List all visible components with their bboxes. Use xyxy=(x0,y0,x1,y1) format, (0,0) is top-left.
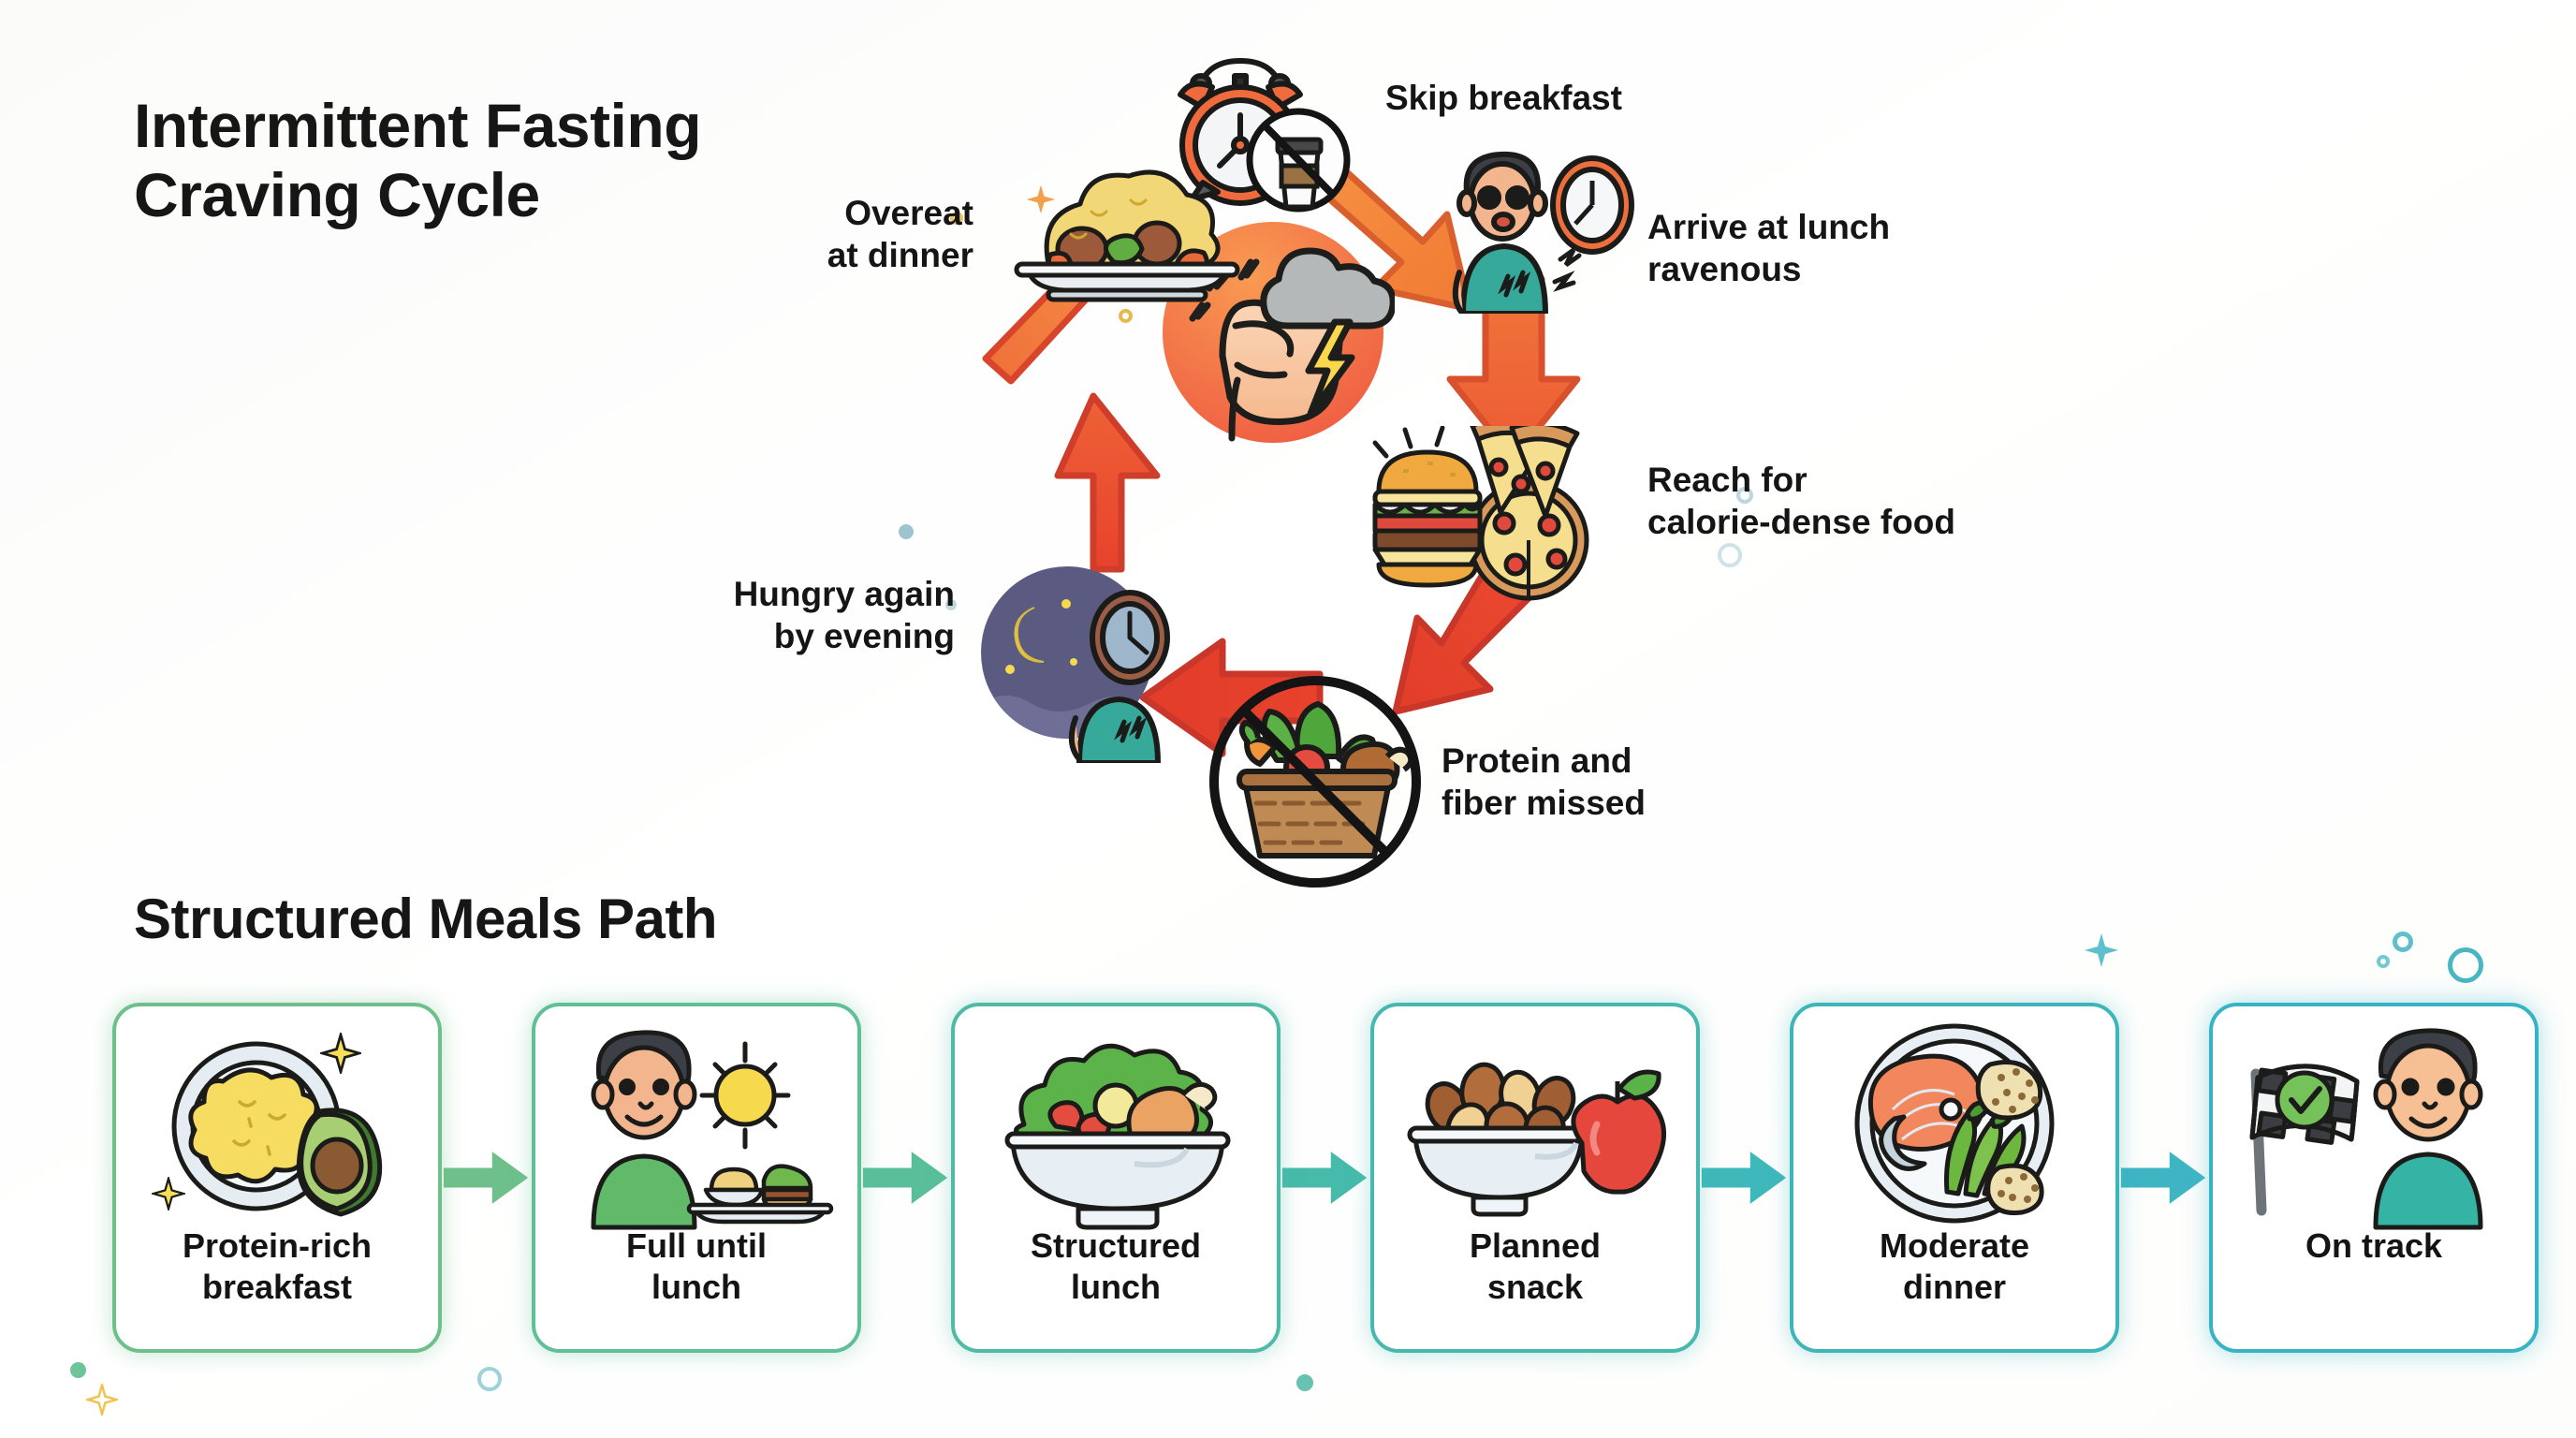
meal-card-label: Moderate dinner xyxy=(1879,1226,2030,1306)
salad-bowl-chicken-icon xyxy=(975,1016,1256,1231)
meal-card-structured-lunch[interactable]: Structured lunch xyxy=(951,1003,1281,1353)
meal-card-on-track[interactable]: On track xyxy=(2209,1003,2539,1353)
decor-dot xyxy=(950,212,963,225)
decor-dot xyxy=(2377,955,2390,968)
sparkle-icon xyxy=(86,1384,118,1416)
eggs-avocado-plate-icon xyxy=(137,1016,417,1231)
checkered-flag-person-icon xyxy=(2233,1016,2514,1231)
cycle-step-label-arrive-lunch: Arrive at lunch ravenous xyxy=(1647,208,1891,289)
meal-card-label: On track xyxy=(2305,1226,2443,1265)
alarm-clock-no-coffee-icon xyxy=(1156,51,1362,215)
cycle-step-label-overeat-dinner: Overeat at dinner xyxy=(827,194,973,275)
decor-dot xyxy=(1736,487,1753,504)
path-arrow-2 xyxy=(861,990,951,1365)
decor-dot xyxy=(1718,543,1742,567)
meal-card-label: Protein-rich breakfast xyxy=(182,1226,373,1306)
salmon-asparagus-plate-icon xyxy=(1814,1016,2095,1231)
meal-card-label: Planned snack xyxy=(1469,1226,1602,1306)
night-moon-hungry-person-icon xyxy=(969,548,1193,766)
decor-dot xyxy=(945,599,957,610)
meal-card-planned-snack[interactable]: Planned snack xyxy=(1370,1003,1700,1353)
decor-dot xyxy=(477,1367,502,1391)
decor-dot xyxy=(2393,932,2413,952)
no-vegetable-basket-icon xyxy=(1208,674,1423,889)
meal-card-label: Full until lunch xyxy=(626,1226,767,1306)
cycle-step-label-skip-breakfast: Skip breakfast xyxy=(1385,79,1622,117)
sparkle-icon xyxy=(1026,184,1056,214)
arrow-hungry-to-overeat xyxy=(1054,392,1161,573)
path-arrow-3 xyxy=(1281,990,1370,1365)
hungry-person-clock-icon xyxy=(1437,136,1643,316)
cycle-step-label-protein-fiber-missed: Protein and fiber missed xyxy=(1442,741,1646,823)
meal-card-moderate-dinner[interactable]: Moderate dinner xyxy=(1790,1003,2119,1353)
path-arrow-5 xyxy=(2119,990,2209,1365)
decor-dot xyxy=(899,524,914,539)
structured-meals-path: Protein-rich breakfast xyxy=(112,990,2539,1365)
burger-pizza-icon xyxy=(1362,415,1633,613)
meal-card-label: Structured lunch xyxy=(1030,1226,1202,1306)
sparkle-icon xyxy=(2085,933,2118,967)
meal-card-full-until-lunch[interactable]: Full until lunch xyxy=(532,1003,861,1353)
nuts-bowl-apple-icon xyxy=(1395,1016,1676,1231)
section-title-structured-meals: Structured Meals Path xyxy=(134,888,718,950)
craving-cycle-diagram: Skip breakfast xyxy=(734,28,2284,927)
decor-dot xyxy=(1296,1374,1313,1391)
decor-dot xyxy=(1119,309,1133,323)
cycle-step-label-calorie-dense: Reach for calorie-dense food xyxy=(1647,461,1955,542)
path-arrow-1 xyxy=(442,990,532,1365)
decor-dot xyxy=(70,1362,86,1378)
page-title: Intermittent Fasting Craving Cycle xyxy=(134,91,702,229)
meal-card-protein-rich-breakfast[interactable]: Protein-rich breakfast xyxy=(112,1003,442,1353)
satisfied-person-sun-meal-icon xyxy=(556,1016,837,1231)
overflowing-dinner-plate-icon xyxy=(992,150,1254,318)
decor-dot xyxy=(2448,947,2483,983)
cycle-step-label-hungry-evening: Hungry again by evening xyxy=(733,575,955,656)
path-arrow-4 xyxy=(1700,990,1790,1365)
